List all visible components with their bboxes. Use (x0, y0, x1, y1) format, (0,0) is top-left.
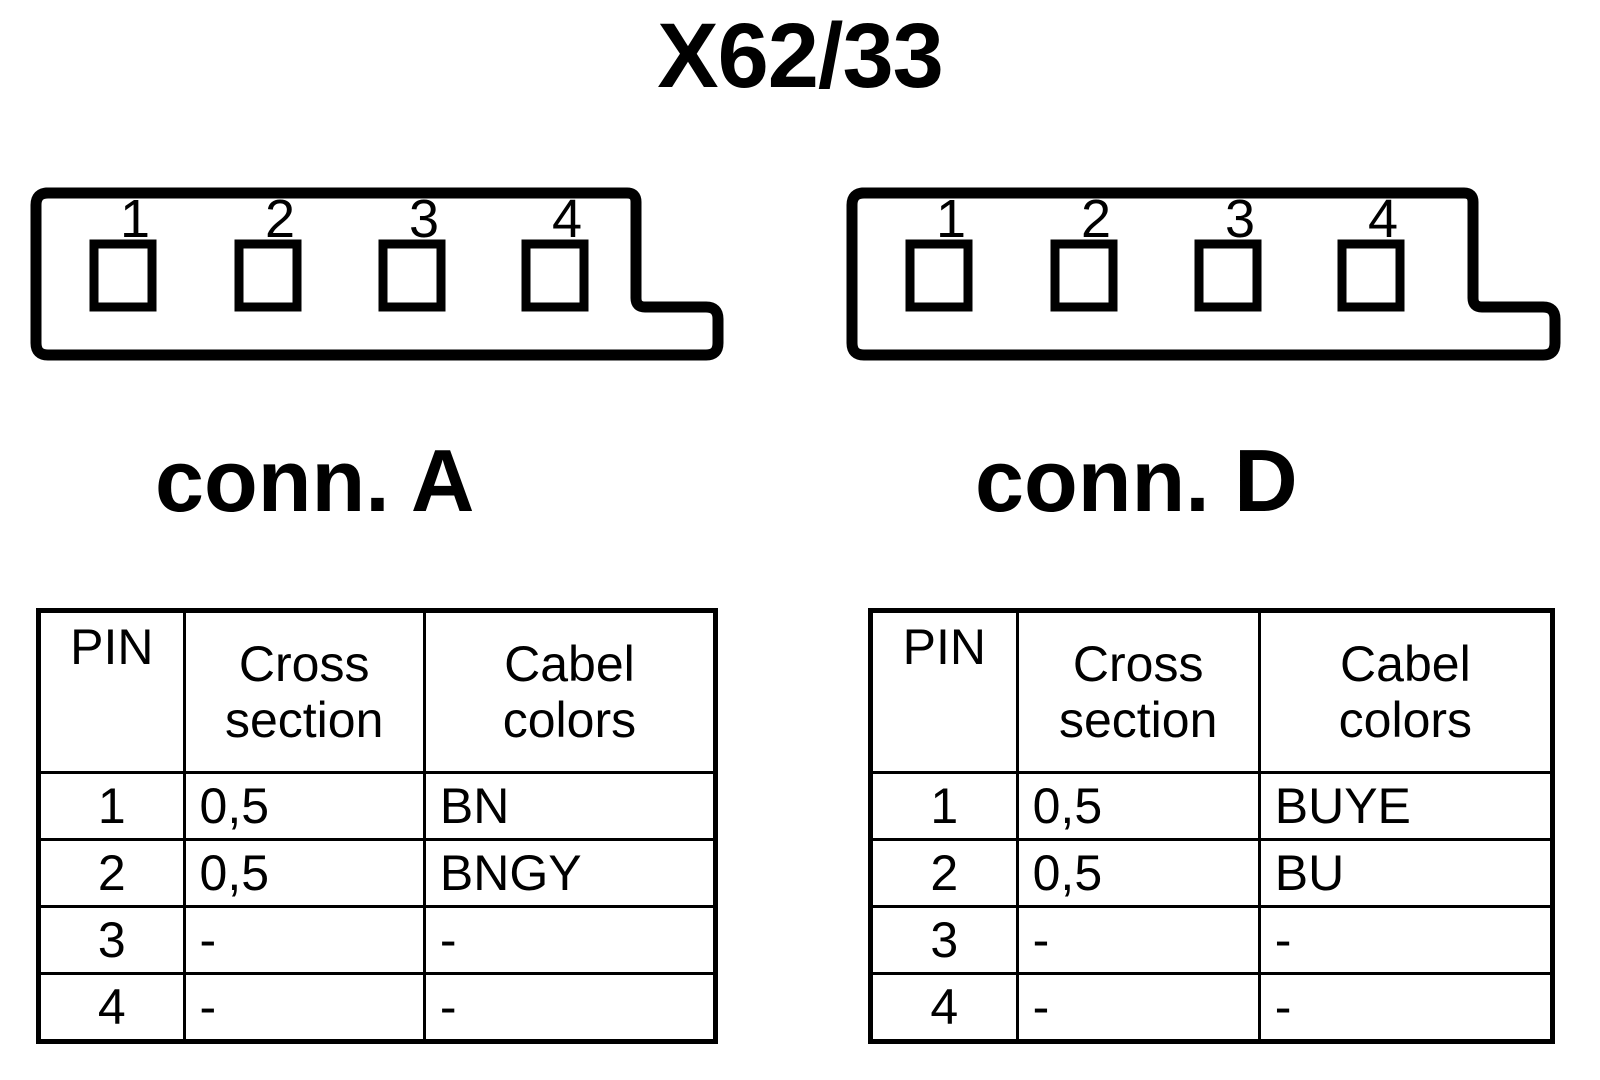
table-row: 1 0,5 BN (37, 771, 718, 841)
header-line-2: colors (1338, 692, 1473, 748)
cell-cross-section: 0,5 (182, 838, 426, 908)
pin-number-label-4: 4 (551, 189, 583, 249)
cell-pin: 1 (37, 771, 186, 841)
header-line-1: Cabel (1340, 636, 1471, 692)
column-header-pin: PIN (37, 609, 186, 774)
column-header-cross-section: Cross section (182, 609, 426, 774)
pin-number-label-2: 2 (1080, 189, 1112, 249)
cell-cross-section: 0,5 (182, 771, 426, 841)
terminal-square-3 (1194, 239, 1262, 312)
connector-diagram-a: 1 2 3 4 (30, 176, 730, 366)
table-row: 1 0,5 BUYE (869, 771, 1555, 841)
cell-cross-section: 0,5 (1015, 771, 1261, 841)
terminal-square-1 (905, 239, 973, 312)
header-line-1: Cabel (504, 636, 635, 692)
table-row: 2 0,5 BNGY (37, 838, 718, 908)
cell-pin: 3 (37, 905, 186, 975)
connector-caption-a: conn. A (155, 431, 475, 530)
cell-cabel-colors: - (1257, 972, 1555, 1043)
cell-pin: 4 (37, 972, 186, 1043)
pin-number-label-2: 2 (264, 189, 296, 249)
cell-pin: 2 (869, 838, 1019, 908)
cell-cabel-colors: BUYE (1257, 771, 1555, 841)
pin-number-label-1: 1 (935, 189, 967, 249)
header-line-1: Cross (1072, 636, 1204, 692)
cell-cross-section: - (182, 905, 426, 975)
table-header-row: PIN Cross section Cabel colors (869, 609, 1555, 774)
cell-pin: 3 (869, 905, 1019, 975)
cell-cabel-colors: BU (1257, 838, 1555, 908)
cell-cross-section: - (1015, 905, 1261, 975)
column-header-pin: PIN (869, 609, 1019, 774)
cell-cross-section: - (182, 972, 426, 1043)
column-header-cabel-colors: Cabel colors (422, 609, 718, 774)
housing-outline-path (30, 187, 724, 361)
cell-cabel-colors: - (422, 972, 718, 1043)
terminal-square-4 (1337, 239, 1405, 312)
pin-table-a: PIN Cross section Cabel colors 1 0,5 BN … (36, 608, 718, 1044)
cell-cabel-colors: - (1257, 905, 1555, 975)
cell-cabel-colors: - (422, 905, 718, 975)
cell-pin: 1 (869, 771, 1019, 841)
housing-outline-path (846, 187, 1561, 361)
pin-table-d: PIN Cross section Cabel colors 1 0,5 BUY… (868, 608, 1555, 1044)
terminal-square-2 (234, 239, 302, 312)
pin-number-label-4: 4 (1367, 189, 1399, 249)
pin-number-label-3: 3 (1224, 189, 1256, 249)
cell-cross-section: - (1015, 972, 1261, 1043)
cell-cross-section: 0,5 (1015, 838, 1261, 908)
terminal-square-4 (521, 239, 589, 312)
page-title: X62/33 (657, 5, 944, 107)
cell-cabel-colors: BNGY (422, 838, 718, 908)
connector-diagram-d: 1 2 3 4 (846, 176, 1566, 366)
table-row: 3 - - (37, 905, 718, 975)
column-header-cross-section: Cross section (1015, 609, 1261, 774)
connector-caption-d: conn. D (975, 431, 1298, 530)
cell-pin: 2 (37, 838, 186, 908)
table-row: 2 0,5 BU (869, 838, 1555, 908)
cell-pin: 4 (869, 972, 1019, 1043)
header-line-2: colors (502, 692, 637, 748)
pin-number-label-3: 3 (408, 189, 440, 249)
cell-cabel-colors: BN (422, 771, 718, 841)
connector-outline-a (30, 187, 724, 361)
header-line-1: Cross (238, 636, 370, 692)
header-line-2: section (224, 692, 384, 748)
table-row: 4 - - (37, 972, 718, 1043)
table-header-row: PIN Cross section Cabel colors (37, 609, 718, 774)
table-row: 4 - - (869, 972, 1555, 1043)
pin-number-label-1: 1 (119, 189, 151, 249)
table-row: 3 - - (869, 905, 1555, 975)
connector-outline-d (846, 187, 1561, 361)
header-line-2: section (1058, 692, 1218, 748)
terminal-square-3 (378, 239, 446, 312)
terminal-square-2 (1050, 239, 1118, 312)
column-header-cabel-colors: Cabel colors (1257, 609, 1555, 774)
terminal-square-1 (89, 239, 157, 312)
